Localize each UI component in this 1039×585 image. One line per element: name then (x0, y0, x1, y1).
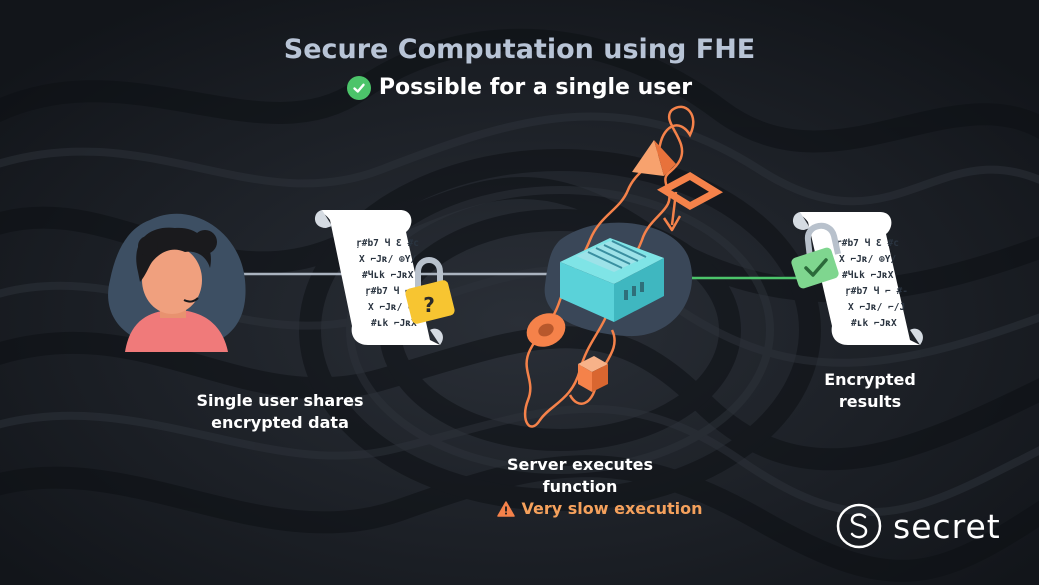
label-line: function (542, 477, 618, 496)
label-line: Single user shares (196, 391, 364, 410)
cipher-line: ŗ#b7 Ч ⌐ #- (845, 286, 908, 297)
diamond-frame-shape (656, 171, 724, 211)
check-circle-icon (346, 75, 371, 100)
cipher-line: X ⌐Jʀ/ ⊕Y/ (359, 254, 416, 265)
torus-shape (526, 313, 566, 347)
warning-text: Very slow execution (521, 499, 703, 518)
server-icon (560, 238, 664, 322)
page-subtitle: Possible for a single user (0, 75, 1039, 100)
user-avatar (108, 213, 246, 352)
page-title: Secure Computation using FHE (283, 34, 756, 65)
performance-warning: Very slow execution (460, 499, 740, 518)
cipher-line: ŗ#b7 Ч Ɛ #c (356, 238, 419, 249)
brand-name: secret (893, 506, 1001, 546)
padlock-question-icon: ? (405, 257, 455, 324)
server-step-label: Server executes function (480, 454, 680, 498)
cipher-line: ŗ#b7 Ч Ɛ #c (836, 238, 899, 249)
cube-shape (578, 356, 608, 392)
label-line: encrypted data (211, 413, 349, 432)
label-line: Server executes (507, 455, 653, 474)
cipher-line: #Чʟk ⌐JʀX (842, 270, 894, 281)
cipher-line: X ⌐Jʀ/ ⊕Y/ (839, 254, 896, 265)
cipher-line: X ⌐Jʀ/ ⌐/J (848, 302, 905, 313)
warning-triangle-icon (497, 500, 516, 517)
results-step-label: Encrypted results (790, 369, 950, 413)
encrypted-document-output: ŗ#b7 Ч Ɛ #c X ⌐Jʀ/ ⊕Y/ #Чʟk ⌐JʀX ŗ#b7 Ч … (792, 212, 923, 345)
cipher-line: #ʟk ⌐JʀX (371, 318, 417, 329)
padlock-check-icon (791, 223, 841, 289)
user-step-label: Single user shares encrypted data (170, 390, 390, 434)
pyramid-shape (632, 140, 676, 176)
svg-text:?: ? (423, 293, 435, 317)
secret-logo-icon (836, 503, 882, 549)
cipher-line: #Чʟk ⌐JʀX (362, 270, 414, 281)
label-line: Encrypted (824, 370, 916, 389)
cipher-line: ŗ#b7 Ч ⌐ #- (365, 286, 428, 297)
label-line: results (838, 392, 902, 411)
cipher-line: X ⌐Jʀ/ ⌐/J (368, 302, 425, 313)
brand-logo: secret (835, 502, 1001, 550)
subtitle-text: Possible for a single user (378, 75, 693, 100)
cipher-line: #ʟk ⌐JʀX (851, 318, 897, 329)
